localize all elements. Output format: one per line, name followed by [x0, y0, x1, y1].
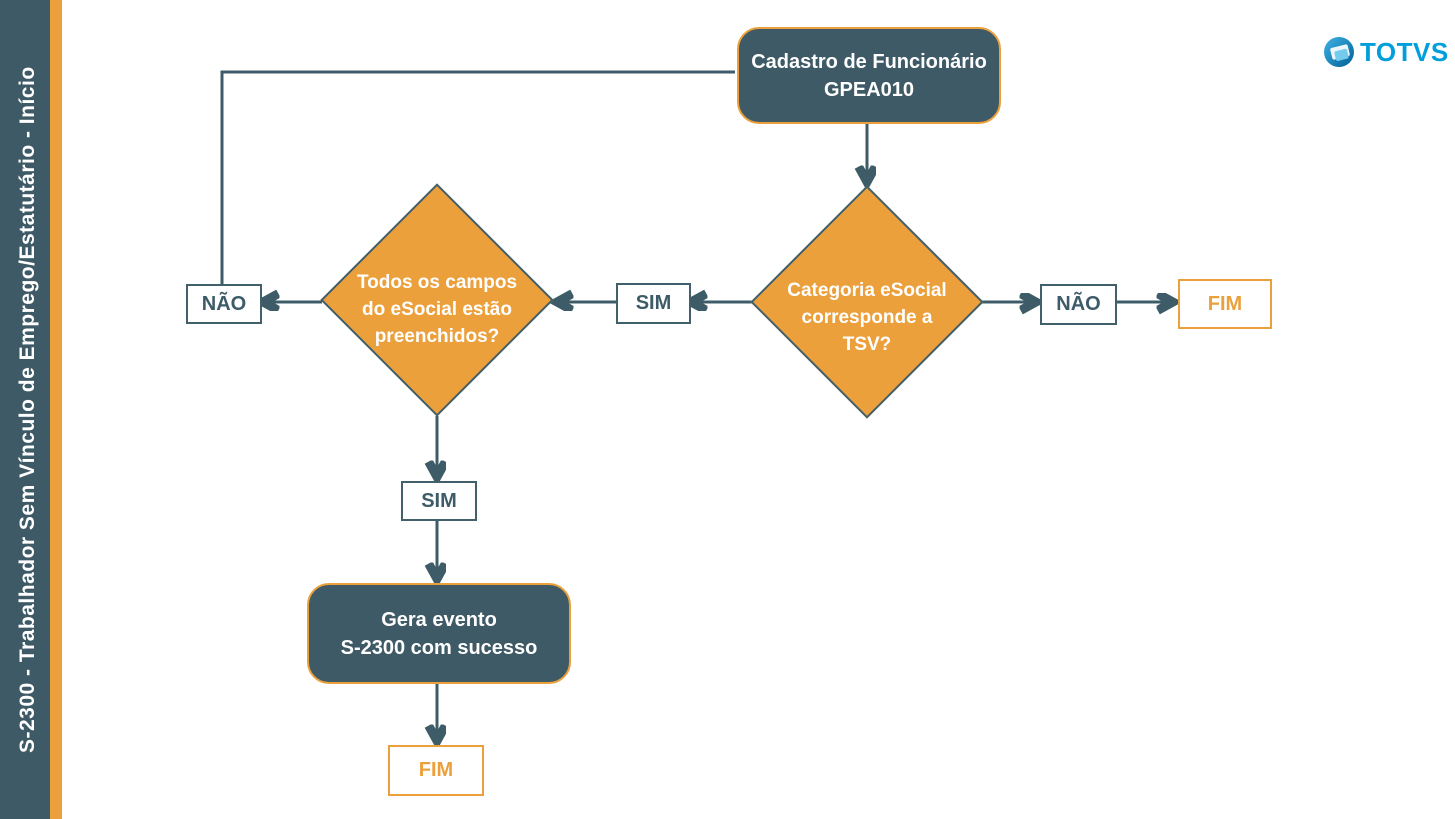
edge-nao-left-to-start-loop: [220, 70, 735, 284]
node-start-cadastro: Cadastro de Funcionário GPEA010: [737, 27, 1001, 124]
sidebar-accent-stripe: [50, 0, 62, 819]
decision1-line1: Categoria eSocial: [787, 279, 947, 301]
totvs-logo-text: TOTVS: [1360, 37, 1448, 67]
decision1-line3: TSV?: [842, 333, 892, 355]
node-process-line1: Gera evento: [381, 608, 497, 631]
decision2-line2: do eSocial estão: [362, 298, 512, 320]
node-fim-bottom: FIM: [388, 745, 484, 796]
label-sim-middle: SIM: [616, 283, 691, 324]
node-fim-right: FIM: [1178, 279, 1272, 329]
node-process-line2: S-2300 com sucesso: [340, 636, 538, 659]
decision-campos-preenchidos: Todos os campos do eSocial estão preench…: [320, 183, 554, 417]
node-gera-evento: Gera evento S-2300 com sucesso: [307, 583, 571, 684]
decision2-line3: preenchidos?: [374, 325, 500, 347]
label-nao-left: NÃO: [186, 284, 262, 324]
totvs-logo-shape2-icon: [1334, 48, 1349, 61]
decision-categoria-esocial: Categoria eSocial corresponde a TSV?: [750, 185, 984, 419]
decision1-line2: corresponde a: [801, 306, 933, 328]
label-sim-bottom: SIM: [401, 481, 477, 521]
totvs-logo: TOTVS: [1324, 37, 1448, 67]
sidebar-bar: [0, 0, 50, 819]
decision2-line1: Todos os campos: [356, 271, 518, 293]
node-start-line2: GPEA010: [823, 78, 915, 101]
label-nao-right: NÃO: [1040, 284, 1117, 325]
node-start-line1: Cadastro de Funcionário: [751, 50, 987, 73]
